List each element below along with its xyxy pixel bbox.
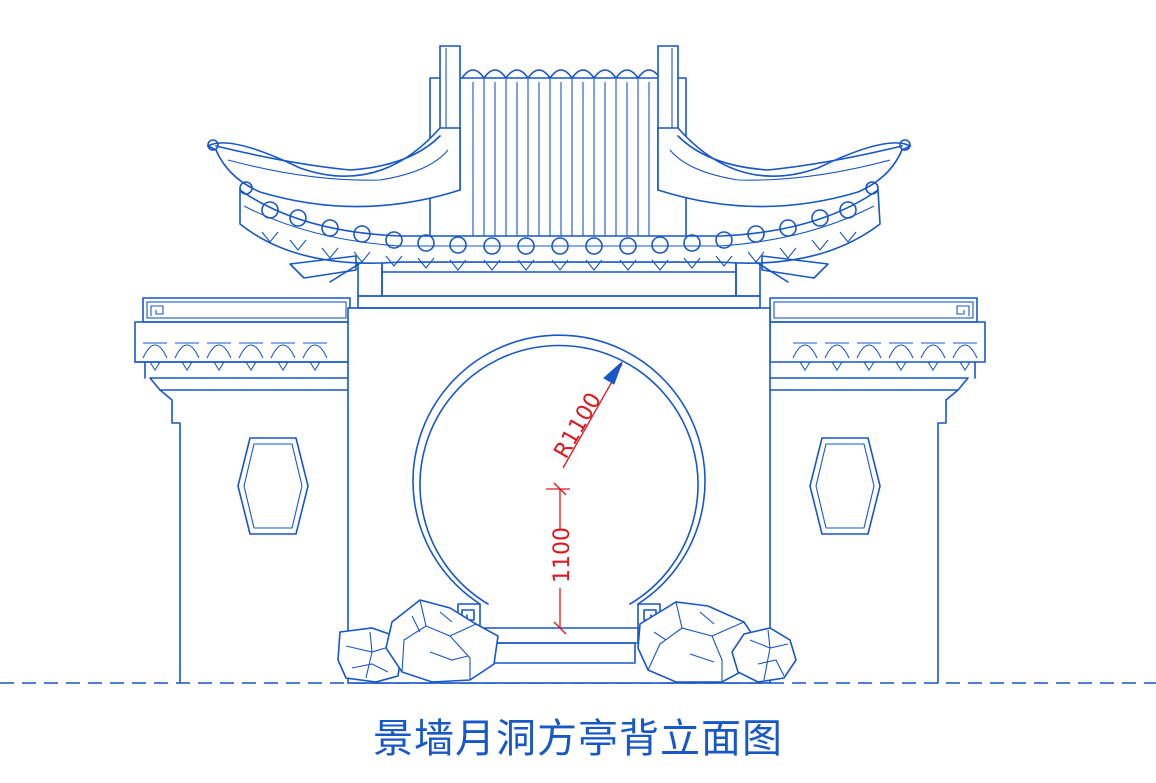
pavilion-roof [206,45,912,283]
right-side-wall [769,297,986,684]
left-side-wall [134,297,351,684]
left-wall-tiles [142,342,328,372]
right-wall-tiles [792,342,978,372]
eave-tile-discs [239,181,879,255]
height-dimension: 1100 [546,482,575,635]
left-hex-window [237,437,309,535]
height-label: 1100 [550,527,575,583]
right-hex-window [809,437,881,535]
radius-arrowhead [603,361,623,385]
rocks-right [637,601,797,683]
rocks-left [337,599,499,683]
drawing-caption: 景墙月洞方亭背立面图 [373,716,783,762]
